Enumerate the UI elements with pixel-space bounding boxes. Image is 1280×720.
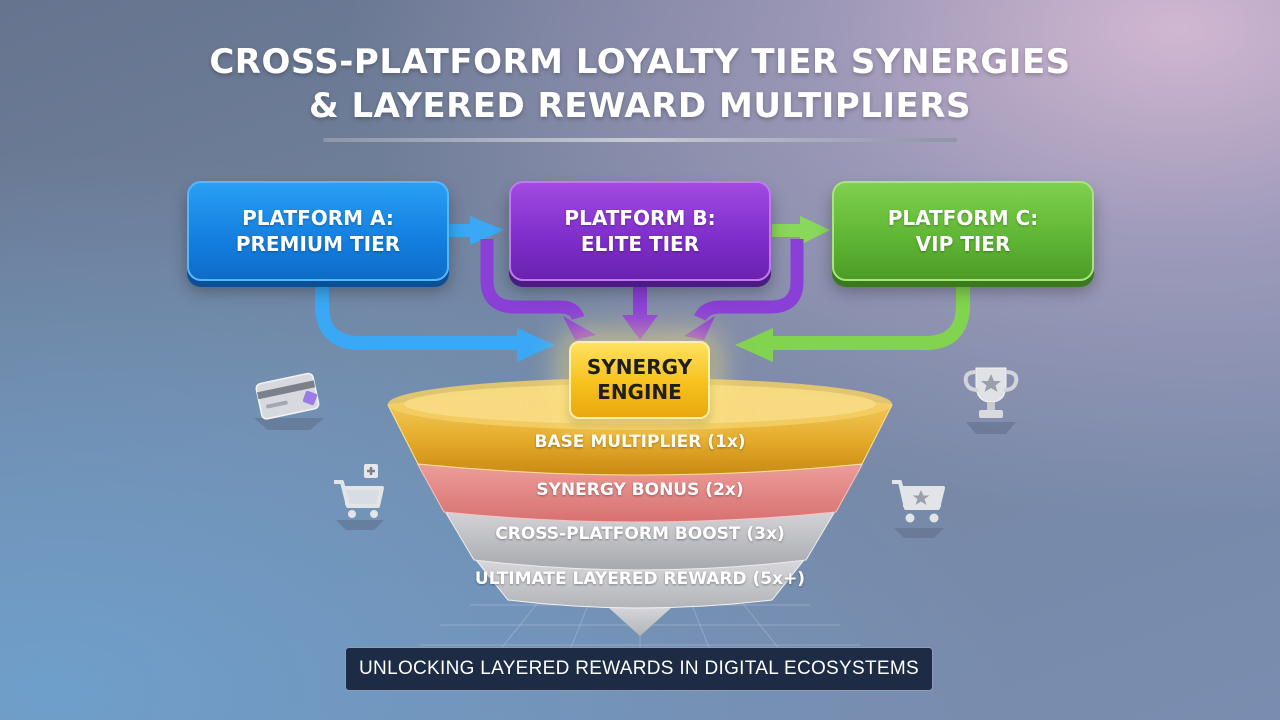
layer-1-label: BASE MULTIPLIER (1x) bbox=[534, 432, 746, 452]
layer-3-label: CROSS-PLATFORM BOOST (3x) bbox=[495, 524, 785, 544]
platform-c-line2: VIP TIER bbox=[915, 232, 1011, 256]
platform-a-card: PLATFORM A: PREMIUM TIER bbox=[187, 181, 449, 281]
engine-line1: SYNERGY bbox=[586, 355, 693, 379]
platform-c-card: PLATFORM C: VIP TIER bbox=[832, 181, 1094, 281]
platform-b-line1: PLATFORM B: bbox=[564, 206, 716, 230]
platform-a-line1: PLATFORM A: bbox=[242, 206, 394, 230]
platform-a-line2: PREMIUM TIER bbox=[235, 232, 401, 256]
synergy-engine-box: SYNERGY ENGINE bbox=[569, 341, 710, 419]
page-title: CROSS-PLATFORM LOYALTY TIER SYNERGIES & … bbox=[0, 40, 1280, 128]
title-line-2: & LAYERED REWARD MULTIPLIERS bbox=[309, 86, 971, 126]
credit-card-icon bbox=[254, 372, 324, 430]
shopping-cart-star-icon bbox=[892, 480, 945, 538]
title-divider bbox=[323, 138, 957, 142]
title-line-1: CROSS-PLATFORM LOYALTY TIER SYNERGIES bbox=[209, 42, 1071, 82]
layer-4-label: ULTIMATE LAYERED REWARD (5x+) bbox=[474, 569, 806, 589]
engine-line2: ENGINE bbox=[597, 380, 682, 404]
platform-b-card: PLATFORM B: ELITE TIER bbox=[509, 181, 771, 281]
footer-banner-text: UNLOCKING LAYERED REWARDS IN DIGITAL ECO… bbox=[359, 658, 919, 679]
trophy-icon bbox=[963, 367, 1019, 434]
platform-b-line2: ELITE TIER bbox=[580, 232, 700, 256]
shopping-cart-plus-icon bbox=[334, 464, 384, 530]
platform-c-line1: PLATFORM C: bbox=[887, 206, 1039, 230]
layer-2-label: SYNERGY BONUS (2x) bbox=[536, 480, 744, 500]
footer-banner: UNLOCKING LAYERED REWARDS IN DIGITAL ECO… bbox=[345, 647, 933, 691]
